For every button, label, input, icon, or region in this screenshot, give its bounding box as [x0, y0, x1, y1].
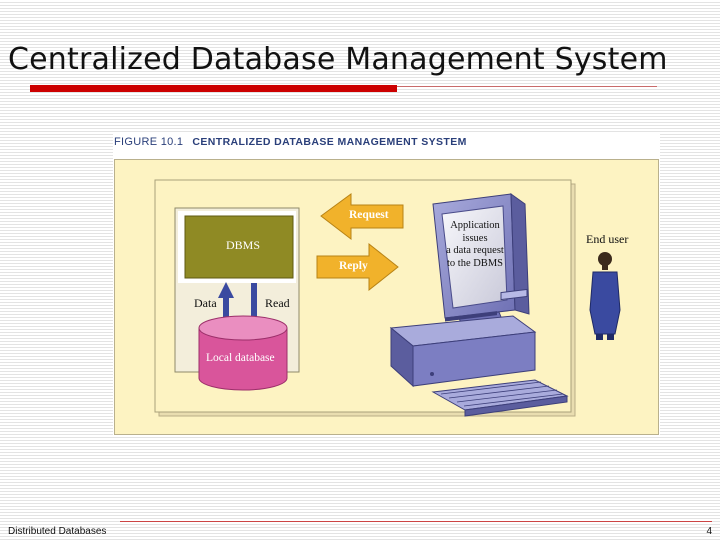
figure-title: CENTRALIZED DATABASE MANAGEMENT SYSTEM [192, 136, 467, 148]
title-underline-accent [30, 85, 397, 92]
app-text-line-2: issues [462, 232, 488, 244]
app-text-line-1: Application [450, 220, 500, 231]
data-label: Data [194, 296, 217, 310]
figure-number: FIGURE 10.1 [114, 136, 184, 148]
footer-divider [120, 521, 712, 522]
figure: FIGURE 10.1 CENTRALIZED DATABASE MANAGEM… [113, 133, 660, 436]
end-user-figure [589, 252, 621, 340]
application-request-text: Application issues a data request to the… [443, 220, 507, 270]
dbms-label: DBMS [226, 238, 261, 252]
end-user-label: End user [586, 232, 629, 246]
request-label: Request [349, 209, 389, 221]
request-arrow [320, 193, 404, 241]
footer-course-title: Distributed Databases [8, 526, 107, 537]
reply-label: Reply [339, 260, 368, 272]
diagram-canvas [154, 179, 621, 417]
figure-panel: DBMS Data Read Local database Request Re… [114, 159, 659, 435]
title-underline-thin [397, 86, 657, 87]
local-database-label: Local database [206, 352, 275, 364]
page-number: 4 [706, 526, 712, 537]
computer-base [389, 288, 537, 388]
slide-title: Centralized Database Management System [8, 42, 668, 77]
keyboard [431, 379, 569, 417]
local-database-cylinder [198, 315, 288, 391]
dbms-box [184, 215, 294, 279]
read-label: Read [265, 296, 290, 310]
monitor [432, 193, 530, 329]
app-text-line-4: to the DBMS [446, 257, 503, 269]
figure-caption: FIGURE 10.1 CENTRALIZED DATABASE MANAGEM… [114, 136, 467, 148]
reply-arrow [316, 242, 399, 292]
app-text-line-3: a data request [446, 245, 504, 256]
